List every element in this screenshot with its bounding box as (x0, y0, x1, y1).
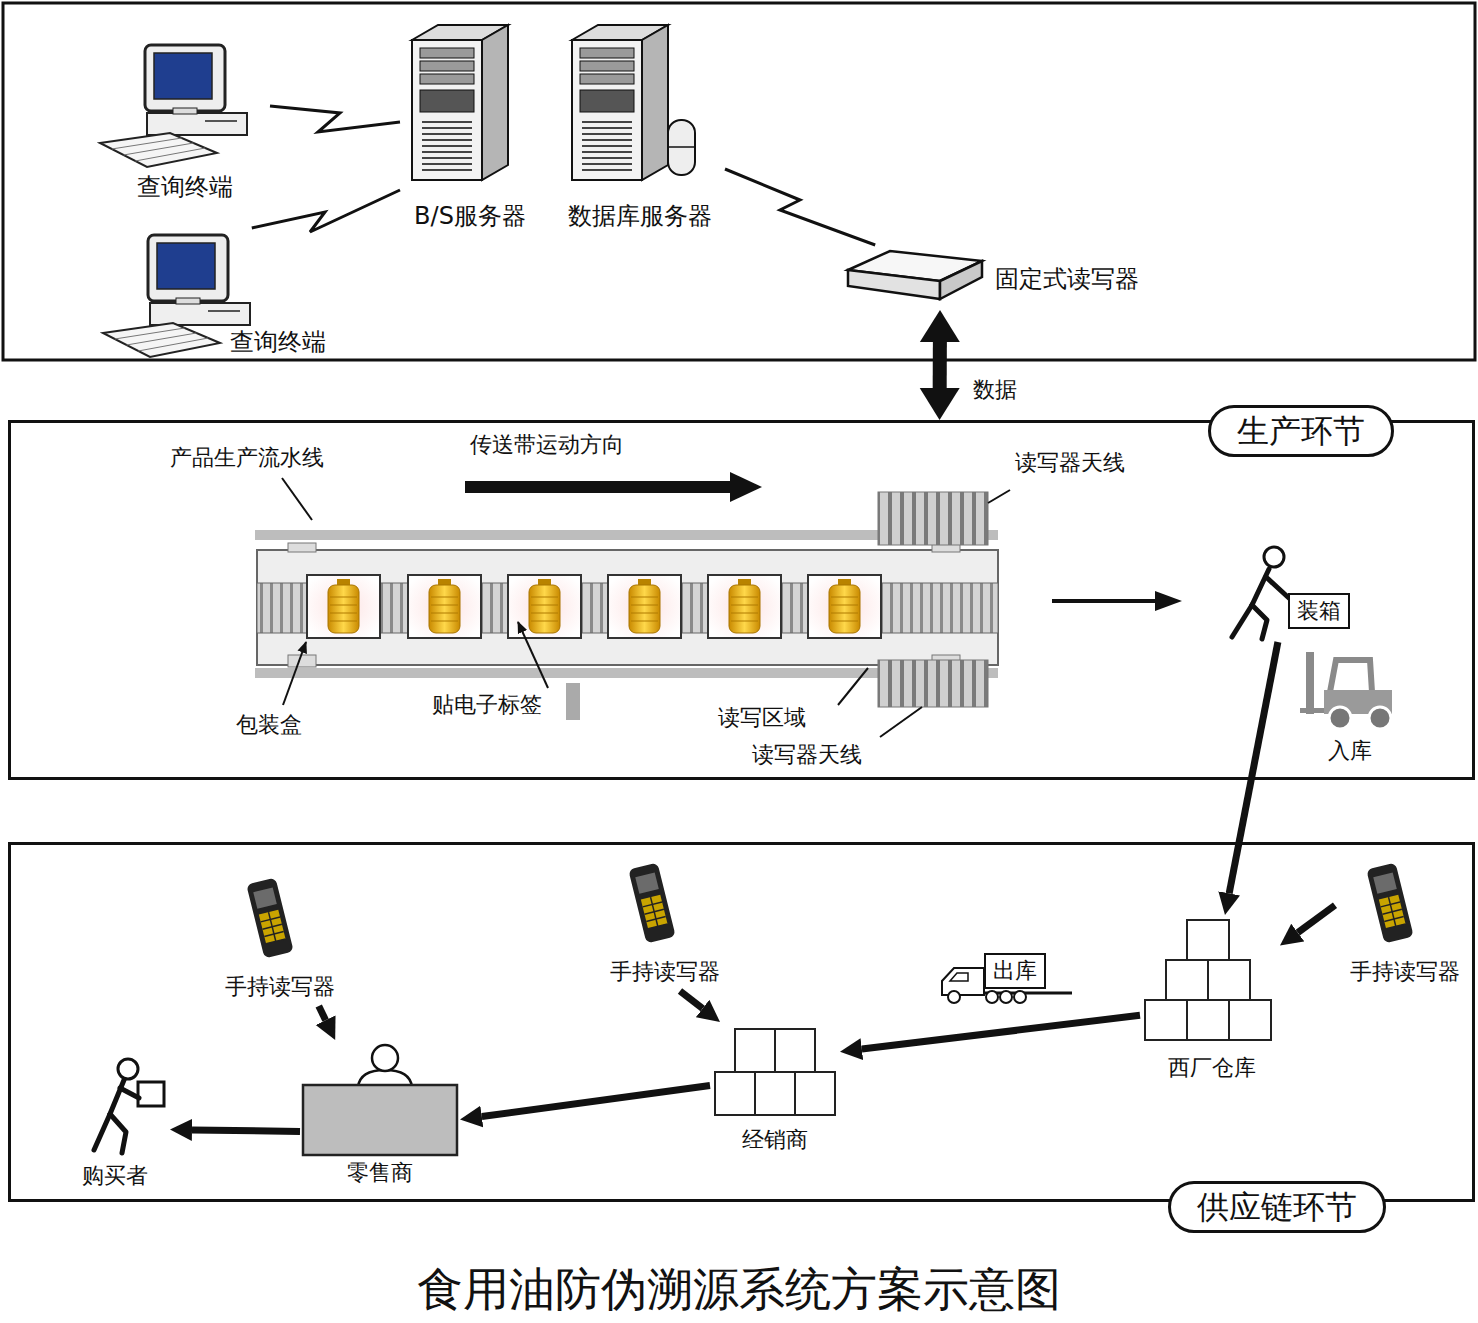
node-label: 西厂仓库 (1168, 1055, 1256, 1081)
flow-arrow (319, 1006, 326, 1020)
node-label: B/S服务器 (414, 202, 526, 231)
callout-label: 贴电子标签 (432, 692, 542, 718)
flow-arrow (862, 1015, 1140, 1049)
node-label: 手持读写器 (610, 959, 720, 985)
network-link (252, 190, 400, 232)
node-label: 出库 (984, 953, 1046, 989)
query-terminal: 查询终端 (100, 38, 270, 208)
reader-antenna (878, 492, 988, 707)
distributor: 经销商 (710, 1022, 840, 1157)
flow-arrow (680, 991, 703, 1009)
buyer: 购买者 (70, 1058, 170, 1193)
forklift: 入库 (1300, 652, 1400, 770)
callout-label: 传送带运动方向 (470, 432, 624, 458)
callout-label: 包装盒 (236, 712, 302, 738)
flow-arrow (482, 1085, 710, 1116)
query-terminal: 查询终端 (95, 228, 340, 356)
edge-label: 数据 (970, 377, 1020, 403)
callout-label: 读写区域 (718, 705, 806, 731)
node-label: 手持读写器 (225, 974, 335, 1000)
web-server: B/S服务器 (400, 22, 540, 232)
network-link (270, 106, 400, 132)
stage-heading: 生产环节 (1208, 405, 1394, 457)
web-server-icon (400, 22, 540, 232)
node-label: 入库 (1328, 738, 1372, 764)
node-label: 经销商 (742, 1127, 808, 1153)
flow-arrow (1298, 905, 1335, 932)
flow-arrow (933, 342, 947, 388)
conveyor (255, 530, 998, 678)
network-link (725, 169, 875, 245)
callout-label: 产品生产流水线 (170, 445, 324, 471)
handheld-reader: 手持读写器 (1335, 863, 1475, 991)
database-server-icon (560, 22, 725, 232)
diagram-title: 食用油防伪溯源系统方案示意图 (0, 1262, 1478, 1317)
flow-arrow (1229, 642, 1278, 893)
direction-arrow (465, 472, 1182, 611)
stage-heading: 供应链环节 (1168, 1181, 1386, 1233)
node-label: 购买者 (82, 1163, 148, 1189)
handheld-reader: 手持读写器 (210, 878, 355, 1006)
rfid-tag (566, 683, 580, 720)
flow-arrow (192, 1130, 300, 1132)
node-label: 零售商 (347, 1160, 413, 1186)
node-label: 查询终端 (137, 173, 233, 202)
callout-label: 读写器天线 (752, 742, 862, 768)
node-label: 手持读写器 (1350, 959, 1460, 985)
warehouse: 西厂仓库 (1140, 915, 1280, 1085)
callout-label: 读写器天线 (1015, 450, 1125, 476)
system-frame (3, 3, 1475, 360)
handheld-reader: 手持读写器 (595, 863, 735, 991)
retailer: 零售商 (300, 1040, 460, 1190)
fixed-reader: 固定式读写器 (840, 245, 1160, 310)
node-label: 查询终端 (230, 328, 326, 357)
node-label: 装箱 (1288, 593, 1350, 629)
leader-line (282, 478, 1010, 737)
node-label: 固定式读写器 (995, 265, 1139, 294)
node-label: 数据库服务器 (568, 202, 712, 231)
stage-panel: 供应链环节手持读写器手持读写器出库手持读写器西厂仓库经销商零售商购买者 (8, 842, 1475, 1202)
database-server: 数据库服务器 (560, 22, 725, 232)
truck: 出库 (940, 953, 1074, 1005)
packing-worker: 装箱 (1222, 545, 1352, 642)
package-box (307, 575, 881, 638)
